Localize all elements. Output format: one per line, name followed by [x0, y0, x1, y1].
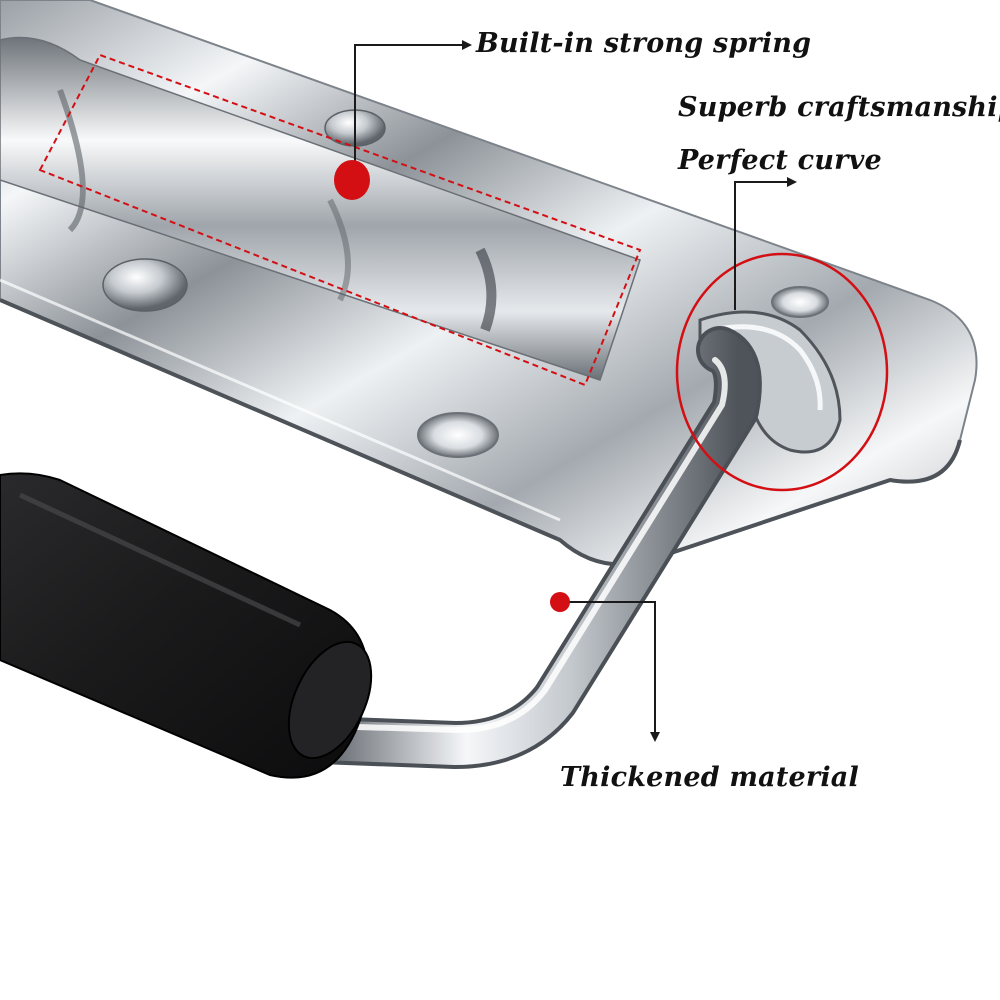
chrome-bar [296, 326, 762, 769]
callout-label-curve: Perfect curve [678, 145, 882, 176]
callout-material [550, 592, 660, 742]
callout-spring [38, 40, 642, 387]
callout-curve [675, 177, 889, 492]
callout-label-material: Thickened material [560, 762, 859, 793]
rubber-grip [0, 472, 373, 779]
fasteners [102, 109, 829, 458]
callout-label-craftsmanship: Superb craftsmanship [678, 92, 1000, 123]
callout-label-spring: Built-in strong spring [476, 28, 812, 59]
